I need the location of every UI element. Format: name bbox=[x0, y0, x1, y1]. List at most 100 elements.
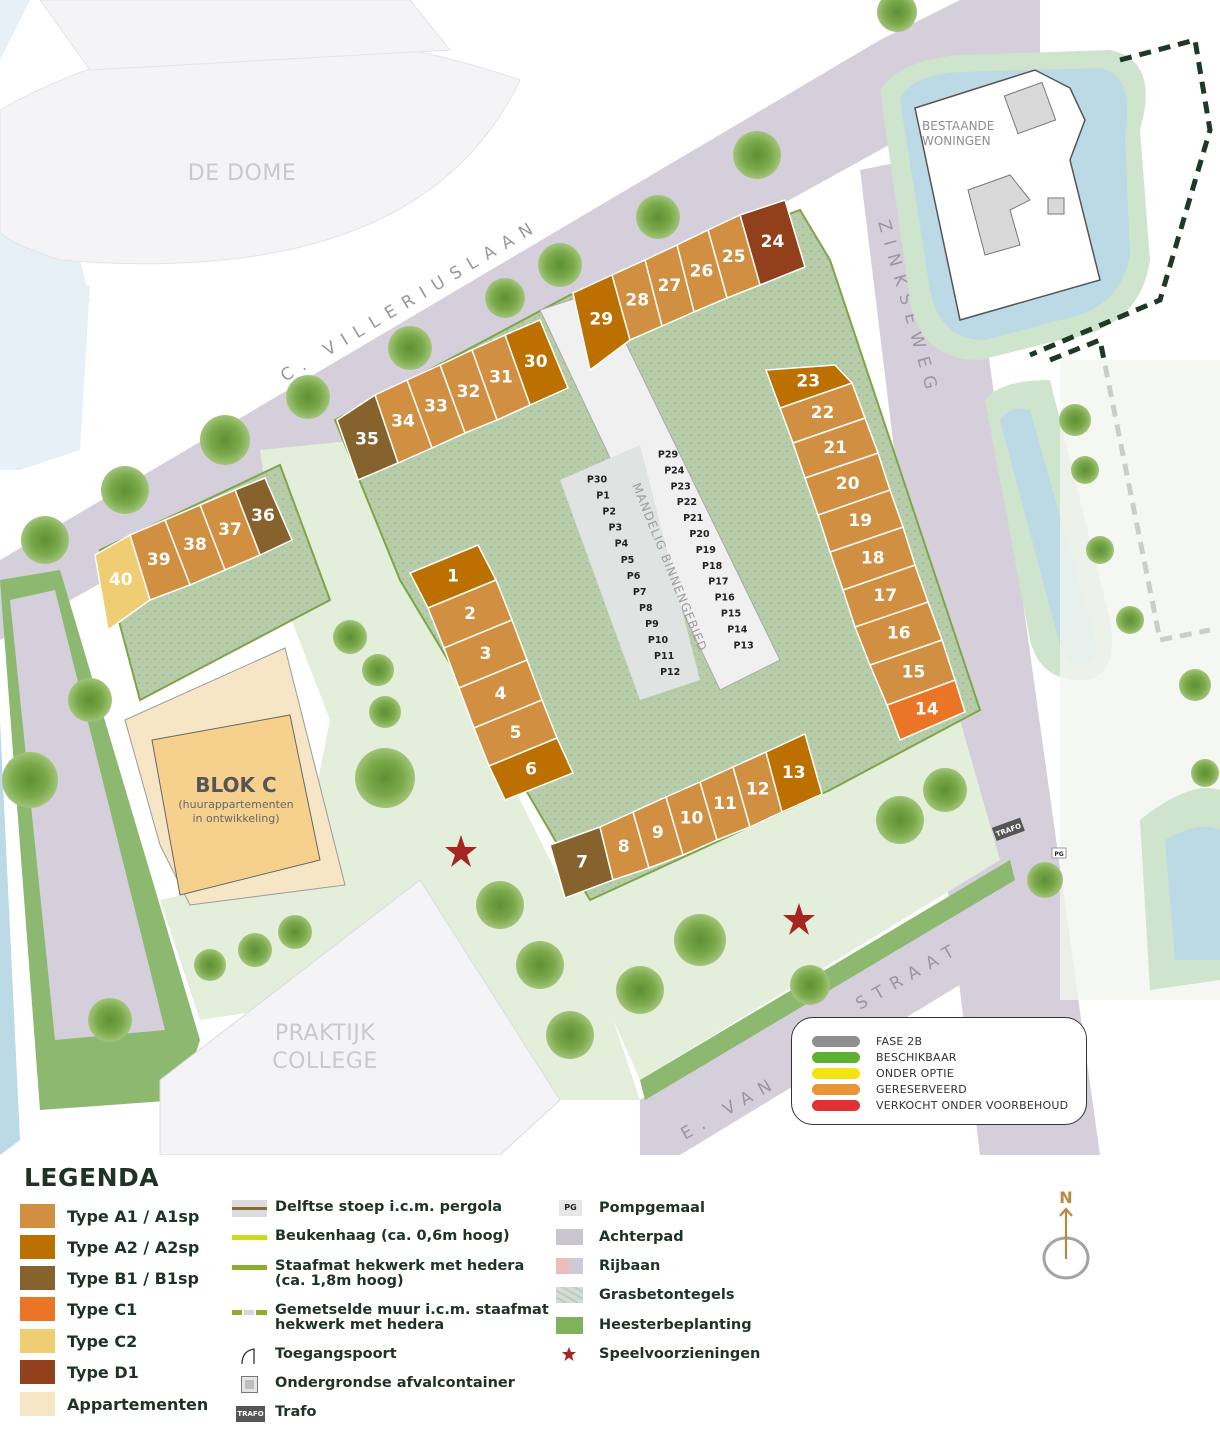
unit-number: 12 bbox=[746, 780, 770, 800]
bestaande-woningen-label-2: WONINGEN bbox=[922, 134, 991, 148]
unit-number: 11 bbox=[713, 794, 737, 814]
parking-spot-p6: P6 bbox=[627, 571, 641, 582]
legend-speelvoorzieningen: Speelvoorzieningen bbox=[556, 1346, 760, 1362]
status-legend: FASE 2B BESCHIKBAAR ONDER OPTIE GERESERV… bbox=[791, 1017, 1087, 1125]
unit-number: 7 bbox=[576, 853, 588, 873]
housing-unit-23[interactable]: 23 bbox=[764, 364, 854, 409]
waste-container-icon bbox=[232, 1376, 267, 1394]
unit-number: 14 bbox=[915, 699, 939, 719]
unit-number: 28 bbox=[625, 290, 649, 310]
status-pill-red bbox=[812, 1099, 860, 1111]
status-onder-optie: ONDER OPTIE bbox=[812, 1066, 954, 1080]
unit-number: 9 bbox=[652, 823, 664, 843]
pumping-station-icon: PG bbox=[556, 1200, 591, 1216]
parking-spot-p24: P24 bbox=[664, 465, 685, 476]
housing-unit-38[interactable]: 38 bbox=[164, 504, 226, 586]
pumping-station-marker: PG bbox=[1051, 847, 1067, 859]
unit-number: 35 bbox=[355, 430, 379, 450]
legend-toegangspoort: Toegangspoort bbox=[232, 1347, 397, 1365]
unit-number: 34 bbox=[391, 412, 415, 432]
unit-number: 32 bbox=[457, 382, 481, 402]
pergola-line-icon bbox=[232, 1200, 267, 1218]
unit-number: 1 bbox=[447, 567, 459, 587]
type-a1-swatch bbox=[20, 1204, 55, 1228]
unit-number: 24 bbox=[761, 232, 785, 252]
parking-spot-p21: P21 bbox=[683, 513, 703, 524]
status-gereserveerd: GERESERVEERD bbox=[812, 1082, 967, 1096]
housing-unit-29[interactable]: 29 bbox=[572, 273, 631, 372]
unit-number: 13 bbox=[782, 763, 806, 783]
type-c2-swatch bbox=[20, 1329, 55, 1353]
north-arrow-icon: N bbox=[1040, 1185, 1092, 1280]
unit-number: 30 bbox=[524, 352, 548, 372]
legend-grasbetontegels: Grasbetontegels bbox=[556, 1287, 734, 1303]
status-verkocht: VERKOCHT ONDER VOORBEHOUD bbox=[812, 1098, 1068, 1112]
status-pill-orange bbox=[812, 1083, 860, 1095]
housing-unit-19[interactable]: 19 bbox=[817, 489, 904, 553]
playground-star-icon bbox=[556, 1346, 591, 1362]
unit-number: 27 bbox=[658, 276, 682, 296]
parking-spot-p12: P12 bbox=[660, 667, 680, 678]
unit-number: 36 bbox=[251, 506, 275, 526]
unit-number: 4 bbox=[495, 684, 507, 704]
blok-c-title: BLOK C bbox=[195, 773, 276, 797]
parking-spot-p13: P13 bbox=[734, 640, 754, 651]
legend-beukenhaag: Beukenhaag (ca. 0,6m hoog) bbox=[232, 1229, 510, 1247]
unit-number: 33 bbox=[424, 397, 448, 417]
parking-spot-p4: P4 bbox=[615, 539, 629, 550]
svg-text:PG: PG bbox=[1054, 851, 1063, 858]
status-beschikbaar: BESCHIKBAAR bbox=[812, 1050, 957, 1064]
legend-trafo: TRAFO Trafo bbox=[232, 1405, 317, 1423]
housing-unit-40[interactable]: 40 bbox=[94, 533, 151, 632]
unit-number: 29 bbox=[589, 310, 613, 330]
housing-unit-35[interactable]: 35 bbox=[336, 393, 399, 482]
unit-number: 8 bbox=[618, 837, 630, 857]
unit-number: 6 bbox=[525, 759, 537, 779]
legend-appartementen: Appartementen bbox=[20, 1392, 208, 1416]
type-a2-swatch bbox=[20, 1235, 55, 1259]
legend-type-d1: Type D1 bbox=[20, 1360, 139, 1384]
playground-star-icon bbox=[783, 903, 815, 935]
unit-number: 5 bbox=[510, 723, 522, 743]
blok-c-subtitle-2: in ontwikkeling) bbox=[192, 812, 279, 825]
parking-spot-p7: P7 bbox=[633, 587, 647, 598]
parking-spot-p11: P11 bbox=[654, 651, 674, 662]
trafo-icon: TRAFO bbox=[232, 1405, 267, 1423]
housing-unit-13[interactable]: 13 bbox=[765, 732, 823, 814]
gate-icon bbox=[232, 1347, 267, 1365]
type-b1-swatch bbox=[20, 1266, 55, 1290]
legend-title: LEGENDA bbox=[24, 1163, 160, 1192]
unit-number: 23 bbox=[796, 372, 820, 392]
legend-pompgemaal: PG Pompgemaal bbox=[556, 1200, 705, 1216]
bestaande-woningen-label-1: BESTAANDE bbox=[922, 119, 994, 133]
legend-staafmat: Staafmat hekwerk met hedera (ca. 1,8m ho… bbox=[232, 1259, 524, 1289]
unit-number: 19 bbox=[848, 511, 872, 531]
status-pill-green bbox=[812, 1051, 860, 1063]
housing-unit-20[interactable]: 20 bbox=[804, 452, 891, 516]
unit-number: 20 bbox=[836, 474, 860, 494]
housing-unit-14[interactable]: 14 bbox=[886, 679, 966, 742]
status-pill-yellow bbox=[812, 1067, 860, 1079]
hedge-line-icon bbox=[232, 1229, 267, 1247]
legend-type-b1: Type B1 / B1sp bbox=[20, 1266, 199, 1290]
unit-number: 26 bbox=[690, 261, 714, 281]
parking-spot-p29: P29 bbox=[658, 450, 678, 461]
housing-unit-6[interactable]: 6 bbox=[487, 737, 575, 801]
parking-spots: P30P1P2P3P4P5P6P7P8P9P10P11P12P29P24P23P… bbox=[587, 450, 754, 679]
parking-spot-p2: P2 bbox=[602, 507, 616, 518]
housing-unit-17[interactable]: 17 bbox=[842, 564, 929, 628]
playground-star-icon bbox=[445, 835, 477, 867]
unit-number: 31 bbox=[489, 368, 513, 388]
legend-rijbaan: Rijbaan bbox=[556, 1258, 660, 1274]
shrubs-icon bbox=[556, 1317, 591, 1334]
parking-spot-p23: P23 bbox=[671, 481, 691, 492]
de-dome-label: DE DOME bbox=[188, 161, 296, 186]
legend: LEGENDA Type A1 / A1sp Type A2 / A2sp Ty… bbox=[0, 1155, 1220, 1440]
fence-line-icon bbox=[232, 1259, 267, 1277]
legend-type-c1: Type C1 bbox=[20, 1297, 137, 1321]
legend-type-a2: Type A2 / A2sp bbox=[20, 1235, 199, 1259]
parking-spot-p1: P1 bbox=[596, 491, 610, 502]
parking-spot-p20: P20 bbox=[689, 529, 710, 540]
parking-spot-p16: P16 bbox=[715, 593, 736, 604]
legend-achterpad: Achterpad bbox=[556, 1229, 684, 1245]
